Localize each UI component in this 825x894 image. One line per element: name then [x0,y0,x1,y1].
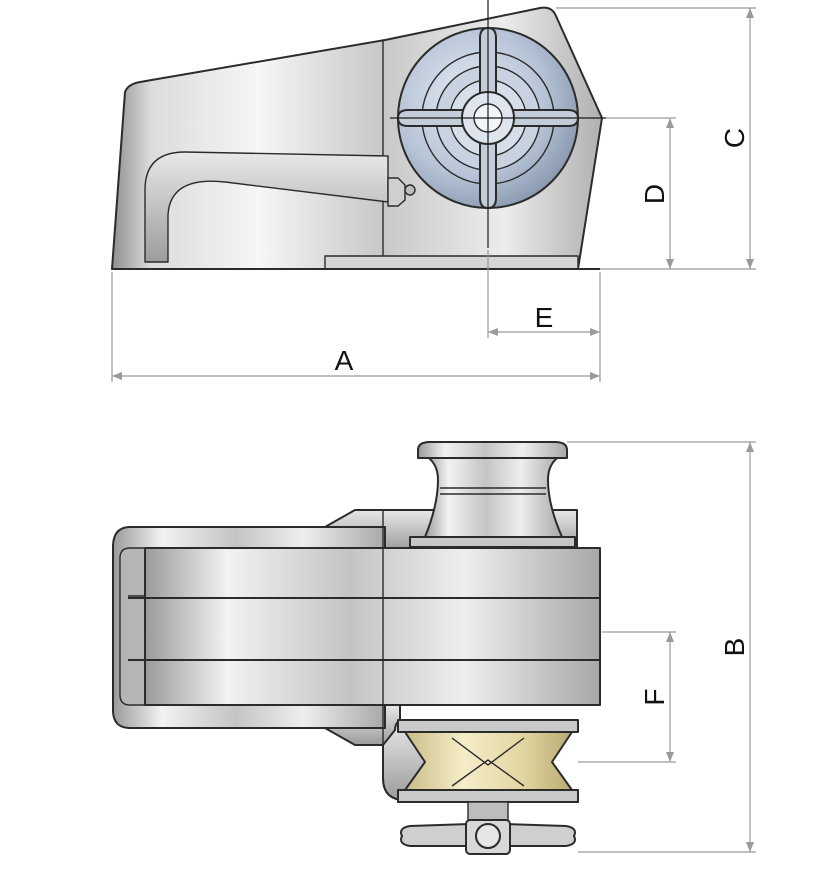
dimension-d: D [639,118,674,269]
base-plate [324,255,579,270]
capstan-head [409,441,576,548]
bracket-arm [144,151,389,263]
dimension-a-label: A [335,345,354,376]
gypsy-assembly [397,719,579,823]
dimension-d-label: D [639,184,670,204]
side-view [111,0,606,270]
plan-view-dimensions: B F [567,441,756,853]
gypsy-top-plate [397,719,579,733]
t-handle-knob [475,823,501,849]
dimension-c: C [719,8,754,269]
motor-end-cap [119,547,146,706]
dimension-c-label: C [719,128,750,148]
dimension-a: A [112,345,600,380]
t-handle-bar [400,823,471,847]
dimension-e: E [488,302,600,336]
dimension-b: B [719,442,754,852]
gearbox-body [144,547,601,706]
capstan-body [423,454,563,538]
plan-view [112,441,601,855]
dimension-f: F [639,632,674,762]
gypsy-pocket [451,737,525,787]
dimension-f-label: F [639,688,670,705]
capstan-top-flange [417,441,568,459]
side-view-dimensions: A E C D [111,7,756,382]
dimension-e-label: E [535,302,554,333]
gypsy-bottom-plate [397,789,579,803]
t-handle-bar-right [505,823,576,847]
mount-nut [387,177,406,207]
capstan-flange-base [409,536,576,548]
dimension-b-label: B [719,638,750,657]
nut-washer [404,184,416,196]
t-handle [400,819,576,855]
